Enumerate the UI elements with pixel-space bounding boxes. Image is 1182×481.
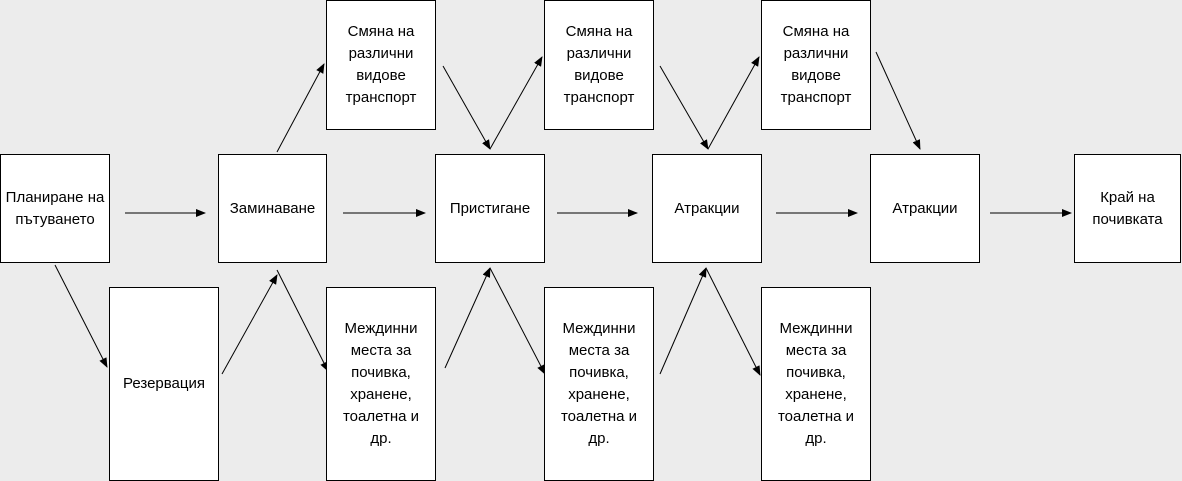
node-plan-label: Планиране на пътуването <box>5 188 105 228</box>
node-attractions-2-label: Атракции <box>892 199 958 217</box>
node-stop-3-label: Междинни места за почивка, хранене, тоал… <box>777 320 855 447</box>
node-transport-3-label: Смяна на различни видове транспорт <box>780 23 852 106</box>
arrow-attractions-1-to-transport-3 <box>707 56 760 150</box>
node-end-label: Край на почивката <box>1092 188 1163 228</box>
arrow-stop-1-to-arrival <box>444 267 491 369</box>
node-stop-1-label: Междинни места за почивка, хранене, тоал… <box>342 320 420 447</box>
arrow-transport-2-to-attractions-1 <box>659 65 709 150</box>
arrow-attractions-1-to-stop-3 <box>705 267 761 376</box>
node-transport-2: Смяна на различни видове транспорт <box>544 0 654 130</box>
arrow-transport-3-to-attractions-2 <box>875 51 921 150</box>
node-stop-2-label: Междинни места за почивка, хранене, тоал… <box>560 320 638 447</box>
node-attractions-1-label: Атракции <box>674 199 740 217</box>
node-transport-1-label: Смяна на различни видове транспорт <box>345 23 417 106</box>
arrow-arrival-to-stop-2 <box>489 267 546 375</box>
node-departure-label: Заминаване <box>229 199 316 217</box>
node-stop-2: Междинни места за почивка, хранене, тоал… <box>544 287 654 481</box>
node-stop-1: Междинни места за почивка, хранене, тоал… <box>326 287 436 481</box>
arrow-plan-to-reservation <box>54 264 108 368</box>
node-attractions-1: Атракции <box>652 154 762 263</box>
node-attractions-2: Атракции <box>870 154 980 263</box>
node-arrival: Пристигане <box>435 154 545 263</box>
node-stop-3: Междинни места за почивка, хранене, тоал… <box>761 287 871 481</box>
node-end: Край на почивката <box>1074 154 1181 263</box>
arrow-stop-2-to-attractions-1 <box>659 267 707 375</box>
arrow-transport-1-to-arrival <box>442 65 491 150</box>
node-reservation: Резервация <box>109 287 219 481</box>
arrow-departure-to-transport-1 <box>276 63 325 153</box>
arrow-reservation-to-departure <box>221 274 278 375</box>
arrow-departure-to-stop-1 <box>276 269 329 372</box>
node-reservation-label: Резервация <box>123 375 205 392</box>
node-plan: Планиране на пътуването <box>0 154 110 263</box>
node-arrival-label: Пристигане <box>449 199 531 217</box>
node-departure: Заминаване <box>218 154 327 263</box>
node-transport-1: Смяна на различни видове транспорт <box>326 0 436 130</box>
arrow-arrival-to-transport-2 <box>489 56 543 150</box>
node-transport-3: Смяна на различни видове транспорт <box>761 0 871 130</box>
node-transport-2-label: Смяна на различни видове транспорт <box>563 23 635 106</box>
